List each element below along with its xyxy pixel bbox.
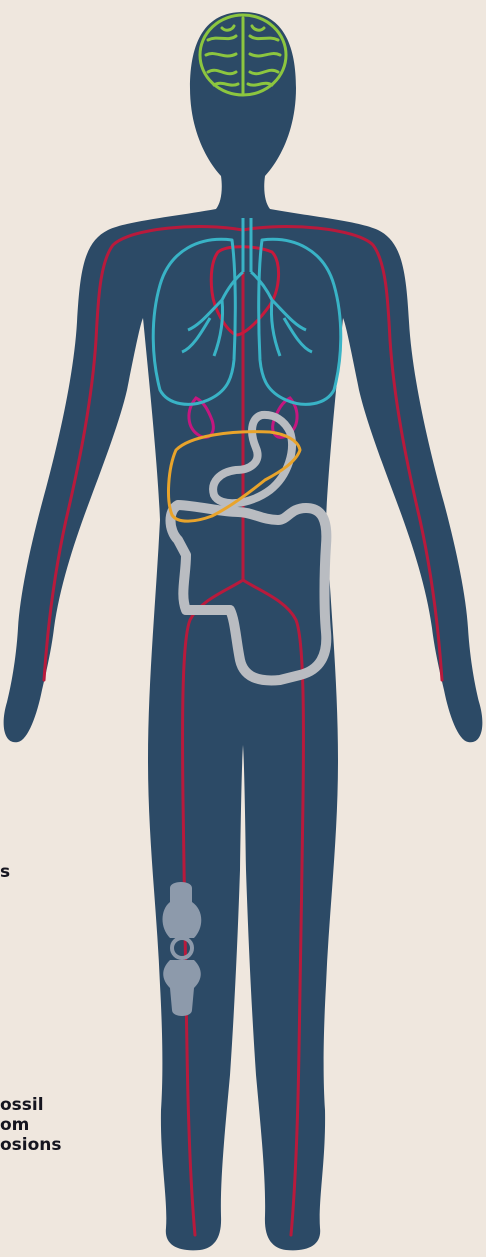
body-silhouette [4,12,483,1250]
truncated-text-fragment: ossil om osions [0,1095,62,1155]
text-line: s [0,862,10,882]
truncated-text-fragment: s [0,862,10,882]
text-line: osions [0,1135,62,1155]
text-line: om [0,1115,62,1135]
text-line: ossil [0,1095,62,1115]
brain-icon [200,15,286,95]
